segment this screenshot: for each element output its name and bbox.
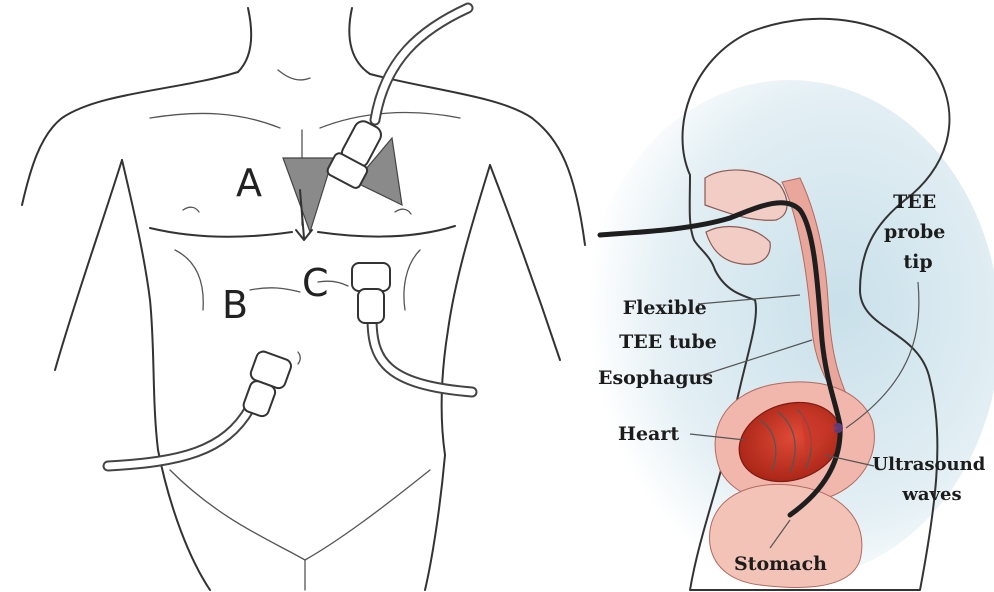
rib-shading-left <box>175 250 203 310</box>
left-shoulder <box>22 72 238 205</box>
right-hip <box>425 455 445 590</box>
label-heart: Heart <box>618 423 679 445</box>
tte-torso-figure: A B C <box>22 8 585 590</box>
left-clavicle <box>150 113 280 128</box>
label-a: A <box>236 161 262 205</box>
sector-a-left <box>283 158 333 232</box>
probe-c <box>352 263 390 323</box>
torso-left-side <box>122 160 158 450</box>
right-nipple <box>395 209 411 214</box>
probe-a-cable <box>375 8 468 120</box>
label-b: B <box>222 283 248 327</box>
rib-shading-right <box>404 250 420 310</box>
right-arm-inner <box>490 165 560 360</box>
label-stomach: Stomach <box>734 553 827 575</box>
right-shoulder <box>370 74 585 245</box>
navel <box>298 352 300 364</box>
left-arm-inner <box>55 160 122 370</box>
neck-right-line <box>349 8 370 74</box>
neck-detail <box>278 70 310 80</box>
label-c: C <box>302 261 329 305</box>
probe-b <box>238 350 293 421</box>
left-nipple <box>183 207 199 212</box>
left-pectoral <box>150 228 292 237</box>
left-hip <box>158 450 210 590</box>
label-esophagus: Esophagus <box>598 367 713 389</box>
neck-left-line <box>238 8 251 72</box>
groin-line <box>170 470 430 560</box>
abdomen-line-1 <box>250 288 300 292</box>
torso-right-side <box>442 165 490 455</box>
right-pectoral <box>318 226 455 237</box>
tee-sagittal-figure: TEE probe tip Flexible TEE tube Esophagu… <box>580 19 994 590</box>
right-clavicle <box>320 113 460 128</box>
